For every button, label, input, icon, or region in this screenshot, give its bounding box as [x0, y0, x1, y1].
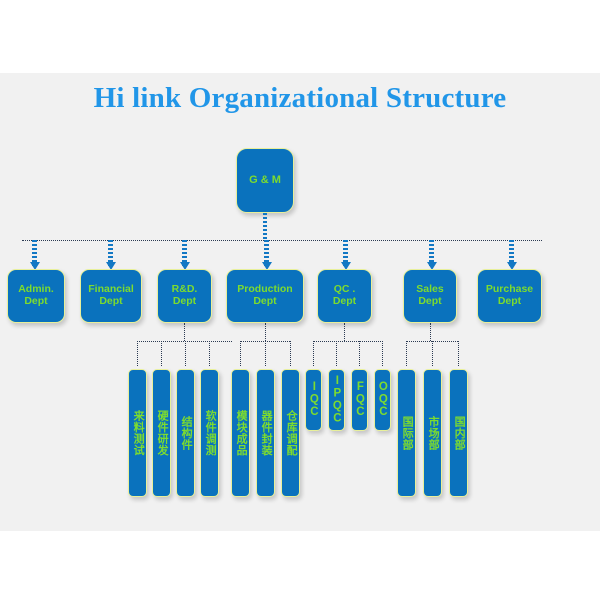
leaf-qc-3[interactable]: FQC: [351, 369, 368, 431]
node-qc-dept[interactable]: QC . Dept: [317, 269, 372, 323]
connector-rd-bar: [137, 341, 232, 342]
connector-qc-child-3: [359, 341, 360, 366]
node-rd-dept-line1: R&D.: [171, 283, 198, 296]
leaf-sales-3[interactable]: 国内部: [449, 369, 468, 497]
node-financial-dept-line2: Dept: [99, 295, 123, 307]
node-admin-dept[interactable]: Admin. Dept: [7, 269, 65, 323]
leaf-production-2-label: 器件封装: [260, 410, 273, 456]
leaf-rd-4[interactable]: 软件调测: [200, 369, 219, 497]
node-purchase-dept[interactable]: Purchase Dept: [477, 269, 542, 323]
connector-drop-qc: [343, 240, 348, 266]
node-qc-dept-line1: QC .: [333, 283, 356, 296]
node-gm[interactable]: G & M: [236, 148, 294, 213]
leaf-qc-4[interactable]: OQC: [374, 369, 391, 431]
node-financial-dept[interactable]: Financial Dept: [80, 269, 142, 323]
arrow-admin: [29, 262, 40, 270]
connector-qc-child-4: [382, 341, 383, 366]
connector-sales-child-2: [432, 341, 433, 366]
node-production-dept-line1: Production: [237, 283, 293, 296]
connector-qc-stem: [344, 323, 345, 341]
connector-drop-purchase: [509, 240, 514, 266]
leaf-qc-2-label: IPQC: [331, 375, 344, 425]
arrow-financial: [105, 262, 116, 270]
node-sales-dept-line1: Sales: [416, 283, 444, 296]
connector-qc-bar: [313, 341, 383, 342]
arrow-sales: [426, 262, 437, 270]
arrow-purchase: [506, 262, 517, 270]
connector-drop-rd: [182, 240, 187, 266]
connector-rd-child-2: [161, 341, 162, 366]
node-production-dept[interactable]: Production Dept: [226, 269, 304, 323]
leaf-production-2[interactable]: 器件封装: [256, 369, 275, 497]
connector-rd-stem: [184, 323, 185, 341]
arrow-production: [261, 262, 272, 270]
connector-root-stem: [263, 213, 267, 240]
connector-drop-sales: [429, 240, 434, 266]
leaf-rd-2-label: 硬件研发: [156, 410, 169, 456]
leaf-sales-2[interactable]: 市场部: [423, 369, 442, 497]
node-admin-dept-line1: Admin.: [18, 283, 54, 296]
leaf-qc-1[interactable]: IQC: [305, 369, 322, 431]
arrow-qc: [340, 262, 351, 270]
connector-sales-child-3: [458, 341, 459, 366]
leaf-rd-4-label: 软件调测: [204, 410, 217, 456]
connector-qc-child-1: [313, 341, 314, 366]
leaf-qc-2[interactable]: IPQC: [328, 369, 345, 431]
node-qc-dept-line2: Dept: [332, 295, 357, 307]
leaf-sales-3-label: 国内部: [453, 415, 466, 451]
node-purchase-dept-line2: Dept: [497, 295, 522, 307]
connector-main-bus: [22, 240, 542, 241]
node-financial-dept-line1: Financial: [88, 283, 134, 296]
connector-drop-admin: [32, 240, 37, 266]
leaf-sales-2-label: 市场部: [427, 415, 440, 451]
connector-production-child-3: [290, 341, 291, 366]
node-production-dept-line2: Dept: [253, 295, 277, 307]
connector-production-stem: [265, 323, 266, 341]
connector-rd-child-4: [209, 341, 210, 366]
leaf-sales-1-label: 国际部: [401, 415, 414, 451]
node-sales-dept[interactable]: Sales Dept: [403, 269, 457, 323]
leaf-production-3-label: 仓库调配: [285, 410, 298, 456]
arrow-rd: [179, 262, 190, 270]
leaf-rd-1-label: 来料测试: [132, 410, 145, 456]
leaf-qc-4-label: OQC: [377, 381, 390, 419]
connector-production-child-1: [240, 341, 241, 366]
connector-sales-stem: [430, 323, 431, 341]
node-admin-dept-line2: Dept: [24, 295, 48, 307]
leaf-rd-1[interactable]: 来料测试: [128, 369, 147, 497]
node-gm-label: G & M: [249, 174, 281, 187]
connector-rd-child-1: [137, 341, 138, 366]
node-rd-dept[interactable]: R&D. Dept: [157, 269, 212, 323]
leaf-production-1[interactable]: 模块成品: [231, 369, 250, 497]
node-purchase-dept-line1: Purchase: [485, 283, 534, 296]
leaf-sales-1[interactable]: 国际部: [397, 369, 416, 497]
page-title: Hi link Organizational Structure: [93, 82, 507, 114]
leaf-qc-1-label: IQC: [308, 381, 321, 419]
leaf-production-1-label: 模块成品: [235, 410, 248, 456]
leaf-rd-3-label: 结构件: [180, 415, 193, 451]
connector-drop-production: [264, 240, 269, 266]
leaf-rd-2[interactable]: 硬件研发: [152, 369, 171, 497]
connector-qc-child-2: [336, 341, 337, 366]
leaf-production-3[interactable]: 仓库调配: [281, 369, 300, 497]
connector-rd-child-3: [185, 341, 186, 366]
leaf-qc-3-label: FQC: [354, 381, 367, 419]
connector-drop-financial: [108, 240, 113, 266]
node-sales-dept-line2: Dept: [418, 295, 442, 307]
connector-sales-child-1: [406, 341, 407, 366]
leaf-rd-3[interactable]: 结构件: [176, 369, 195, 497]
connector-production-child-2: [265, 341, 266, 366]
node-rd-dept-line2: Dept: [172, 295, 197, 307]
